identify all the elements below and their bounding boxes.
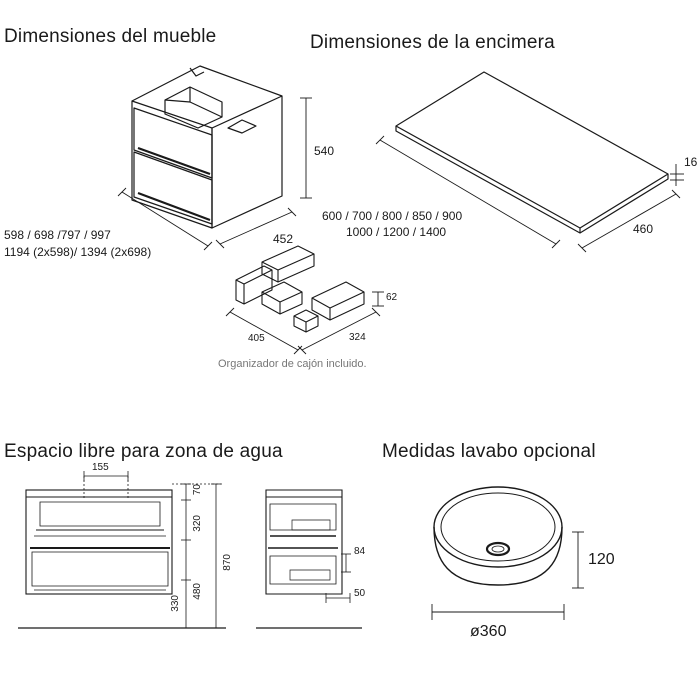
furniture-widths-label-2: 1194 (2x598)/ 1394 (2x698) xyxy=(4,245,152,259)
countertop-widths-label-2: 1000 / 1200 / 1400 xyxy=(346,225,447,239)
water-zone-side-depth-label: 84 xyxy=(354,546,366,557)
side-cabinet-outline xyxy=(265,489,343,595)
basin-height-label: 120 xyxy=(588,551,615,568)
organizer-tray-small xyxy=(293,309,319,333)
water-zone-heading: Espacio libre para zona de agua xyxy=(4,441,283,462)
countertop-dimensions-heading: Dimensiones de la encimera xyxy=(310,32,555,53)
basin-rim-outer xyxy=(433,486,563,568)
basin-rim-inner xyxy=(440,492,556,562)
front-cabinet-outline xyxy=(25,489,173,595)
organizer-tray-back xyxy=(261,245,315,283)
furniture-widths-label-1: 598 / 698 /797 / 997 xyxy=(4,228,111,242)
front-siphon-cutout xyxy=(39,501,161,527)
furniture-depth-dimension-line xyxy=(219,211,293,245)
organizer-length-dimension-line xyxy=(229,311,299,351)
organizer-caption: Organizador de cajón incluido. xyxy=(218,358,367,370)
organizer-height-label: 62 xyxy=(386,292,398,303)
countertop-width-dimension-line xyxy=(379,139,557,245)
basin-diameter-label: ø360 xyxy=(470,623,507,640)
organizer-width-dimension-line xyxy=(301,311,377,351)
countertop-widths-label-1: 600 / 700 / 800 / 850 / 900 xyxy=(322,209,463,223)
furniture-height-label: 540 xyxy=(314,144,335,158)
countertop-thickness-label: 16 xyxy=(684,155,698,169)
countertop-depth-dimension-line xyxy=(581,193,677,249)
drawer-lower-front xyxy=(133,151,213,225)
organizer-width-label: 324 xyxy=(349,332,366,343)
basin-drain xyxy=(485,541,511,557)
water-zone-top-width-label: 155 xyxy=(92,462,109,473)
basin-dimensions-heading: Medidas lavabo opcional xyxy=(382,441,596,462)
basin-outer-body xyxy=(433,526,563,586)
furniture-depth-label: 452 xyxy=(273,232,294,246)
organizer-tray-long xyxy=(235,265,273,305)
side-upper-drawer xyxy=(269,503,337,531)
cabinet-top-rim xyxy=(131,65,283,102)
countertop-depth-label: 460 xyxy=(633,222,654,236)
furniture-width-dimension-line xyxy=(121,191,209,247)
front-lower-drawer xyxy=(31,551,169,587)
organizer-tray-middle xyxy=(261,281,303,315)
furniture-dimensions-heading: Dimensiones del mueble xyxy=(4,26,217,47)
organizer-length-label: 405 xyxy=(248,333,265,344)
side-lower-drawer xyxy=(269,555,337,585)
water-zone-side-offset-label: 50 xyxy=(354,588,366,599)
drawer-upper-front xyxy=(133,107,213,179)
organizer-tray-right xyxy=(311,281,365,321)
